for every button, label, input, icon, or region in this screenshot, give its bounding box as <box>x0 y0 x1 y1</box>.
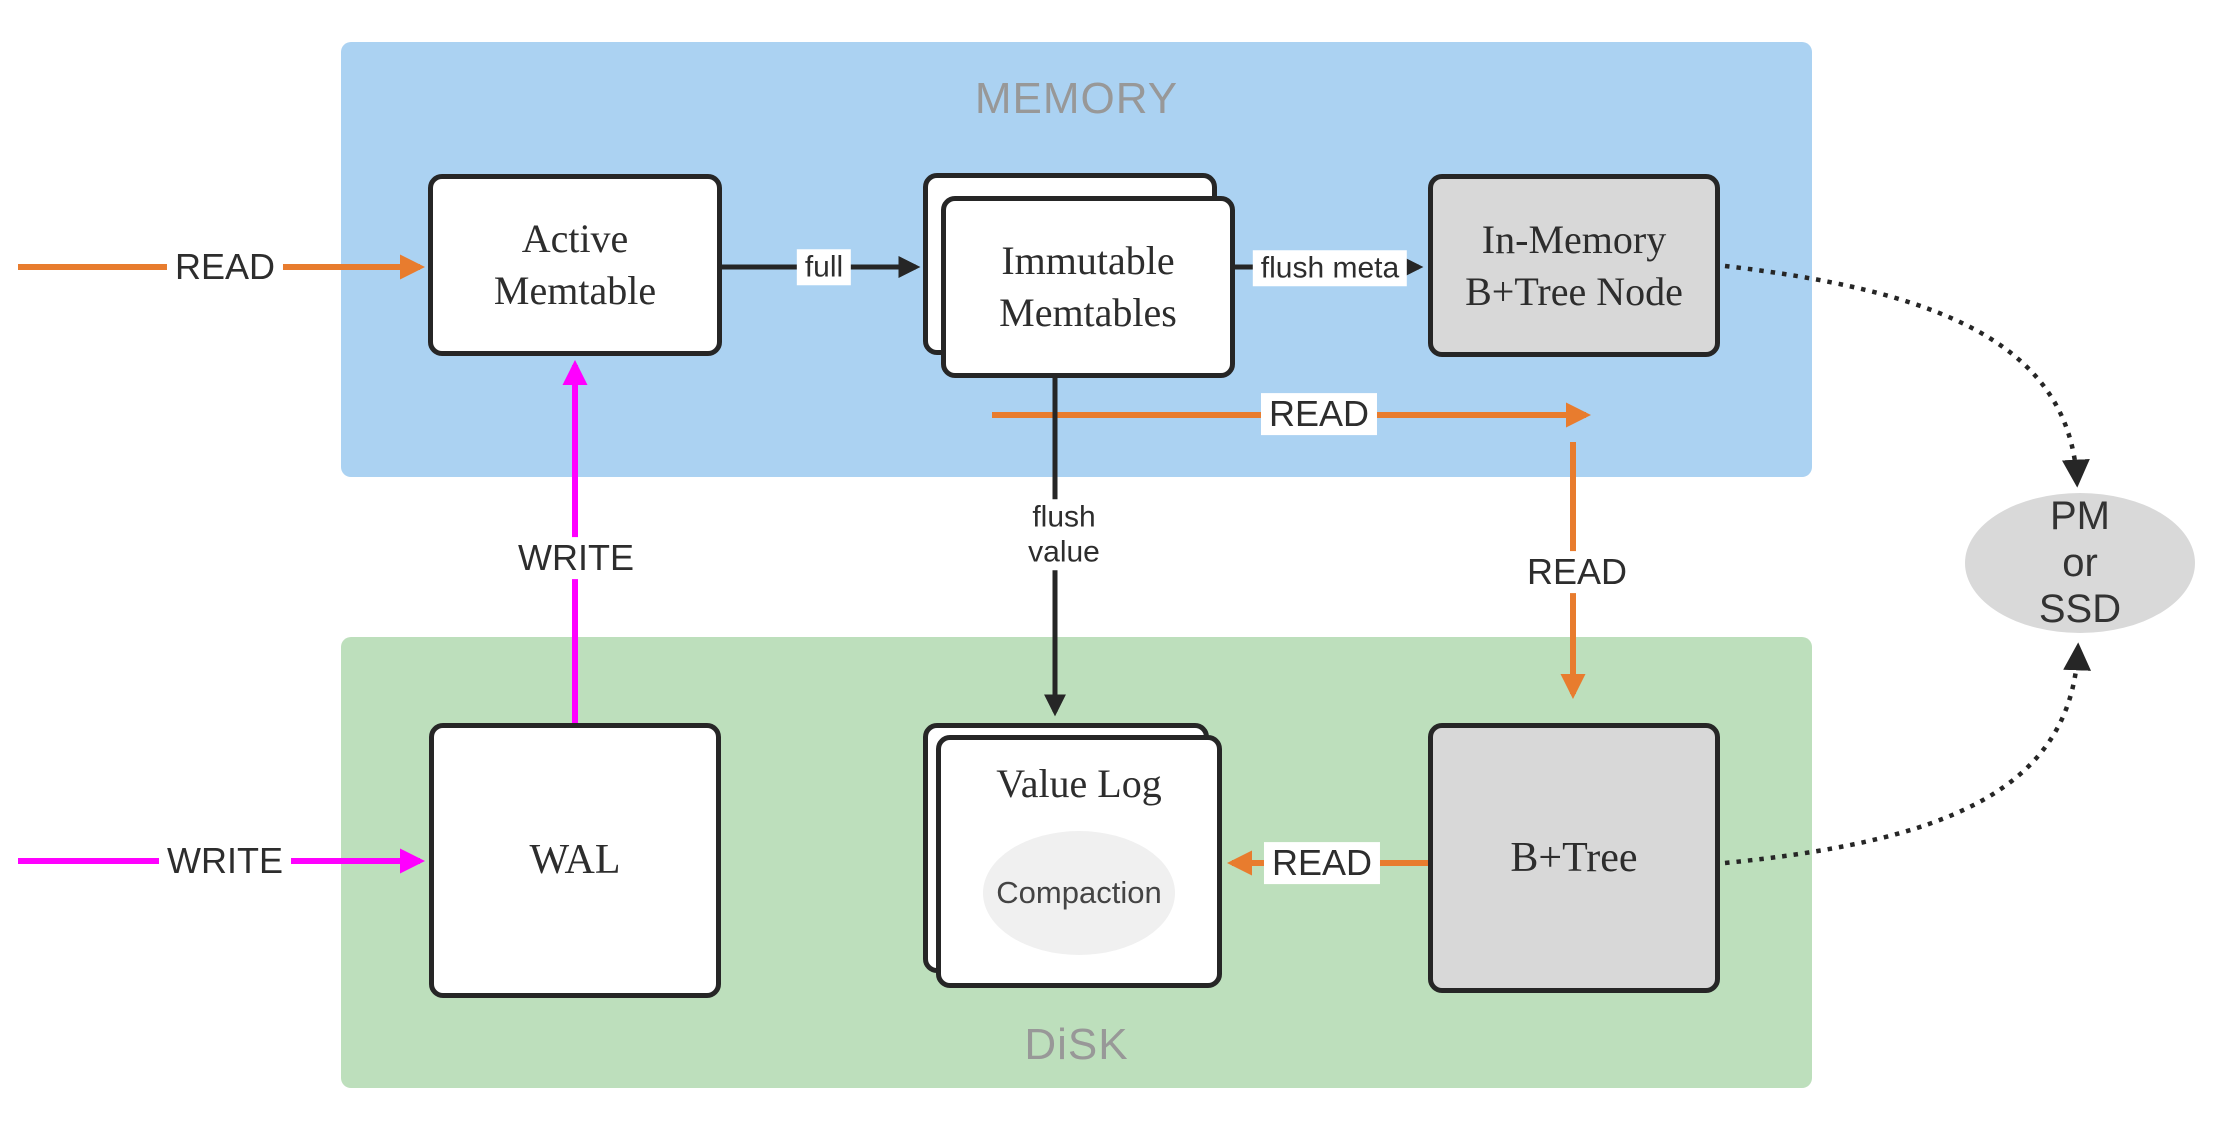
memory-region-label: MEMORY <box>974 74 1179 123</box>
pm-or-ssd-line1: PM <box>2050 493 2110 538</box>
disk-region-label: DiSK <box>1024 1020 1129 1069</box>
wal-node: WAL <box>429 723 721 998</box>
compaction-ellipse: Compaction <box>983 831 1175 955</box>
read-to-value-log-label: READ <box>1263 842 1381 884</box>
flush-meta-label: flush meta <box>1252 250 1408 286</box>
btree-label: B+Tree <box>1510 834 1638 881</box>
wal-label: WAL <box>529 837 621 884</box>
pm-or-ssd-ellipse: PM or SSD <box>1965 493 2195 633</box>
immutable-memtables-label-line1: Immutable <box>1001 238 1175 283</box>
immutable-memtables-node: Immutable Memtables <box>941 196 1235 378</box>
pm-or-ssd-line2: or <box>2062 540 2098 585</box>
flush-value-label-line1: flush <box>1024 499 1104 535</box>
read-middle-label: READ <box>1260 393 1378 435</box>
full-label: full <box>796 249 852 285</box>
value-log-title: Value Log <box>996 761 1162 806</box>
inmemory-btree-node: In-Memory B+Tree Node <box>1428 174 1720 357</box>
btree-node: B+Tree <box>1428 723 1720 993</box>
flush-value-label-line2: value <box>1020 534 1108 570</box>
immutable-memtables-label-line2: Memtables <box>999 290 1177 335</box>
write-up-label: WRITE <box>510 537 642 579</box>
inmemory-btree-label-line2: B+Tree Node <box>1465 268 1683 314</box>
compaction-label: Compaction <box>996 875 1162 910</box>
read-down-label: READ <box>1518 551 1636 593</box>
active-memtable-label-line1: Active <box>521 216 629 261</box>
active-memtable-node: Active Memtable <box>428 174 722 356</box>
inmemory-btree-label-line1: In-Memory <box>1481 216 1667 262</box>
active-memtable-label-line2: Memtable <box>493 268 657 313</box>
write-left-label: WRITE <box>159 840 291 882</box>
read-left-label: READ <box>166 246 284 288</box>
pm-or-ssd-line3: SSD <box>2038 587 2122 632</box>
